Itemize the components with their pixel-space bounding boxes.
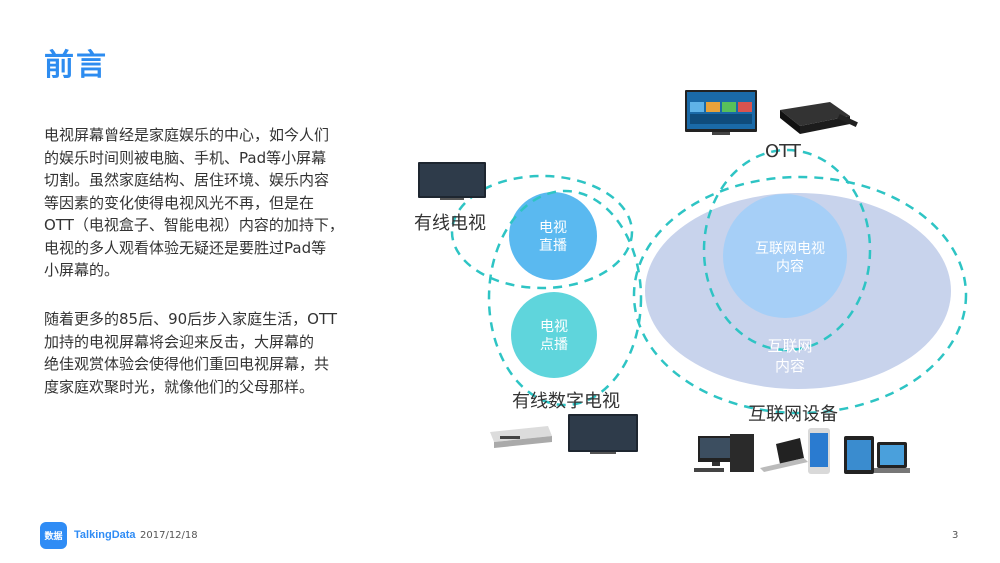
tablet-icon [844, 436, 874, 474]
circle-label-line: 直播 [539, 238, 567, 254]
paragraph-line: 的娱乐时间则被电脑、手机、Pad等小屏幕 [44, 148, 327, 167]
paragraph-line: 小屏幕的。 [44, 261, 120, 279]
footer-brand: TalkingData [74, 529, 136, 541]
paragraph-line: 等因素的变化使得电视风光不再，但是在 [44, 193, 315, 212]
paragraph-line: 电视的多人观看体验无疑还是要胜过Pad等 [44, 238, 327, 257]
tv-icon [568, 414, 638, 454]
internet-content-text: 互联网 内容 [730, 336, 850, 376]
ott-dashed-ellipse [702, 148, 872, 352]
paragraph-line: 度家庭欢聚时光，就像他们的父母那样。 [44, 377, 315, 396]
tv-box-icon [780, 102, 858, 134]
page-number: 3 [952, 530, 959, 541]
circle-label-line: 互联网电视 [755, 241, 825, 257]
tv-live-text: 电视 直播 [493, 219, 613, 255]
circle-label-line: 互联网 [767, 337, 813, 355]
circle-label-line: 电视 [540, 319, 568, 335]
footer-logo: 数据 [40, 522, 67, 549]
digital-cable-dashed-ellipse [487, 189, 643, 407]
internet-tv-content-text: 互联网电视 内容 [730, 240, 850, 276]
media-venn-diagram: 有线电视 有线数字电视 OTT 互联网设备 电视 直播 电视 点播 互联网电视 … [400, 80, 1000, 500]
smartphone-icon [808, 428, 830, 474]
circle-label-line: 点播 [540, 337, 568, 353]
desktop-computer-icon [694, 434, 754, 472]
paragraph-line: 加持的电视屏幕将会迎来反击，大屏幕的 [44, 332, 315, 351]
footer-date: 2017/12/18 [140, 530, 198, 541]
circle-label-line: 内容 [774, 357, 805, 375]
tv-vod-text: 电视 点播 [494, 318, 614, 354]
paragraph-line: 绝佳观赏体验会使得他们重回电视屏幕，共 [44, 355, 330, 373]
paragraph-line: 电视屏幕曾经是家庭娱乐的中心，如今人们 [44, 126, 330, 144]
laptop-icon [760, 438, 808, 472]
intro-paragraph: 电视屏幕曾经是家庭娱乐的中心，如今人们 的娱乐时间则被电脑、手机、Pad等小屏幕… [44, 124, 356, 282]
internet-devices-dashed-ellipse [632, 175, 968, 415]
tv-live-circle [509, 192, 597, 280]
paragraph-line: 随着更多的85后、90后步入家庭生活，OTT [44, 310, 338, 328]
slide-title: 前言 [44, 48, 108, 83]
diagram-shapes [418, 90, 968, 474]
circle-label-line: 内容 [776, 259, 804, 275]
internet-devices-label: 互联网设备 [748, 404, 838, 425]
circle-label-line: 电视 [539, 220, 567, 236]
cable-tv-label: 有线电视 [414, 213, 486, 234]
smart-tv-icon [685, 90, 757, 135]
cable-tv-dashed-ellipse [450, 174, 634, 290]
second-paragraph: 随着更多的85后、90后步入家庭生活，OTT 加持的电视屏幕将会迎来反击，大屏幕… [44, 308, 356, 398]
tv-icon [418, 162, 486, 200]
ott-label: OTT [765, 141, 801, 162]
tv-vod-circle [511, 292, 597, 378]
tablet-keyboard-icon [874, 442, 910, 473]
digital-cable-tv-label: 有线数字电视 [512, 391, 620, 412]
paragraph-line: OTT（电视盒子、智能电视）内容的加持下， [44, 216, 344, 234]
paragraph-line: 切割。虽然家庭结构、居住环境、娱乐内容 [44, 171, 330, 189]
internet-tv-content-circle [723, 194, 847, 318]
set-top-box-icon [490, 426, 552, 448]
